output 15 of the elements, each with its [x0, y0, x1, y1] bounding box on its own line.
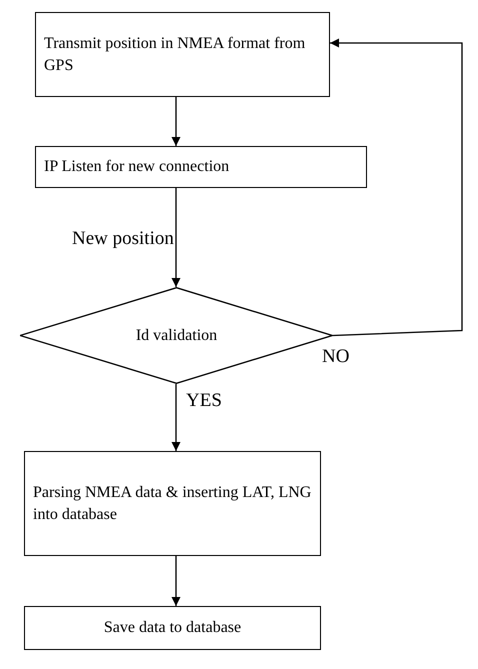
process-box [35, 146, 367, 188]
node-text: Id validation [136, 326, 218, 346]
arrow [172, 97, 180, 146]
process-box [35, 12, 330, 97]
node-text: IP Listen for new connection [44, 157, 230, 178]
edge-label: New position [72, 229, 174, 250]
arrow [330, 38, 463, 336]
node-text: Transmit position in NMEA format from GPS [44, 34, 306, 76]
process-box [24, 606, 321, 650]
node-text: Parsing NMEA data & inserting LAT, LNG into database [33, 482, 312, 524]
arrow [172, 384, 180, 451]
arrow [172, 556, 180, 606]
node-text: Save data to database [104, 618, 242, 638]
arrow [172, 188, 180, 287]
process-box [24, 451, 321, 556]
